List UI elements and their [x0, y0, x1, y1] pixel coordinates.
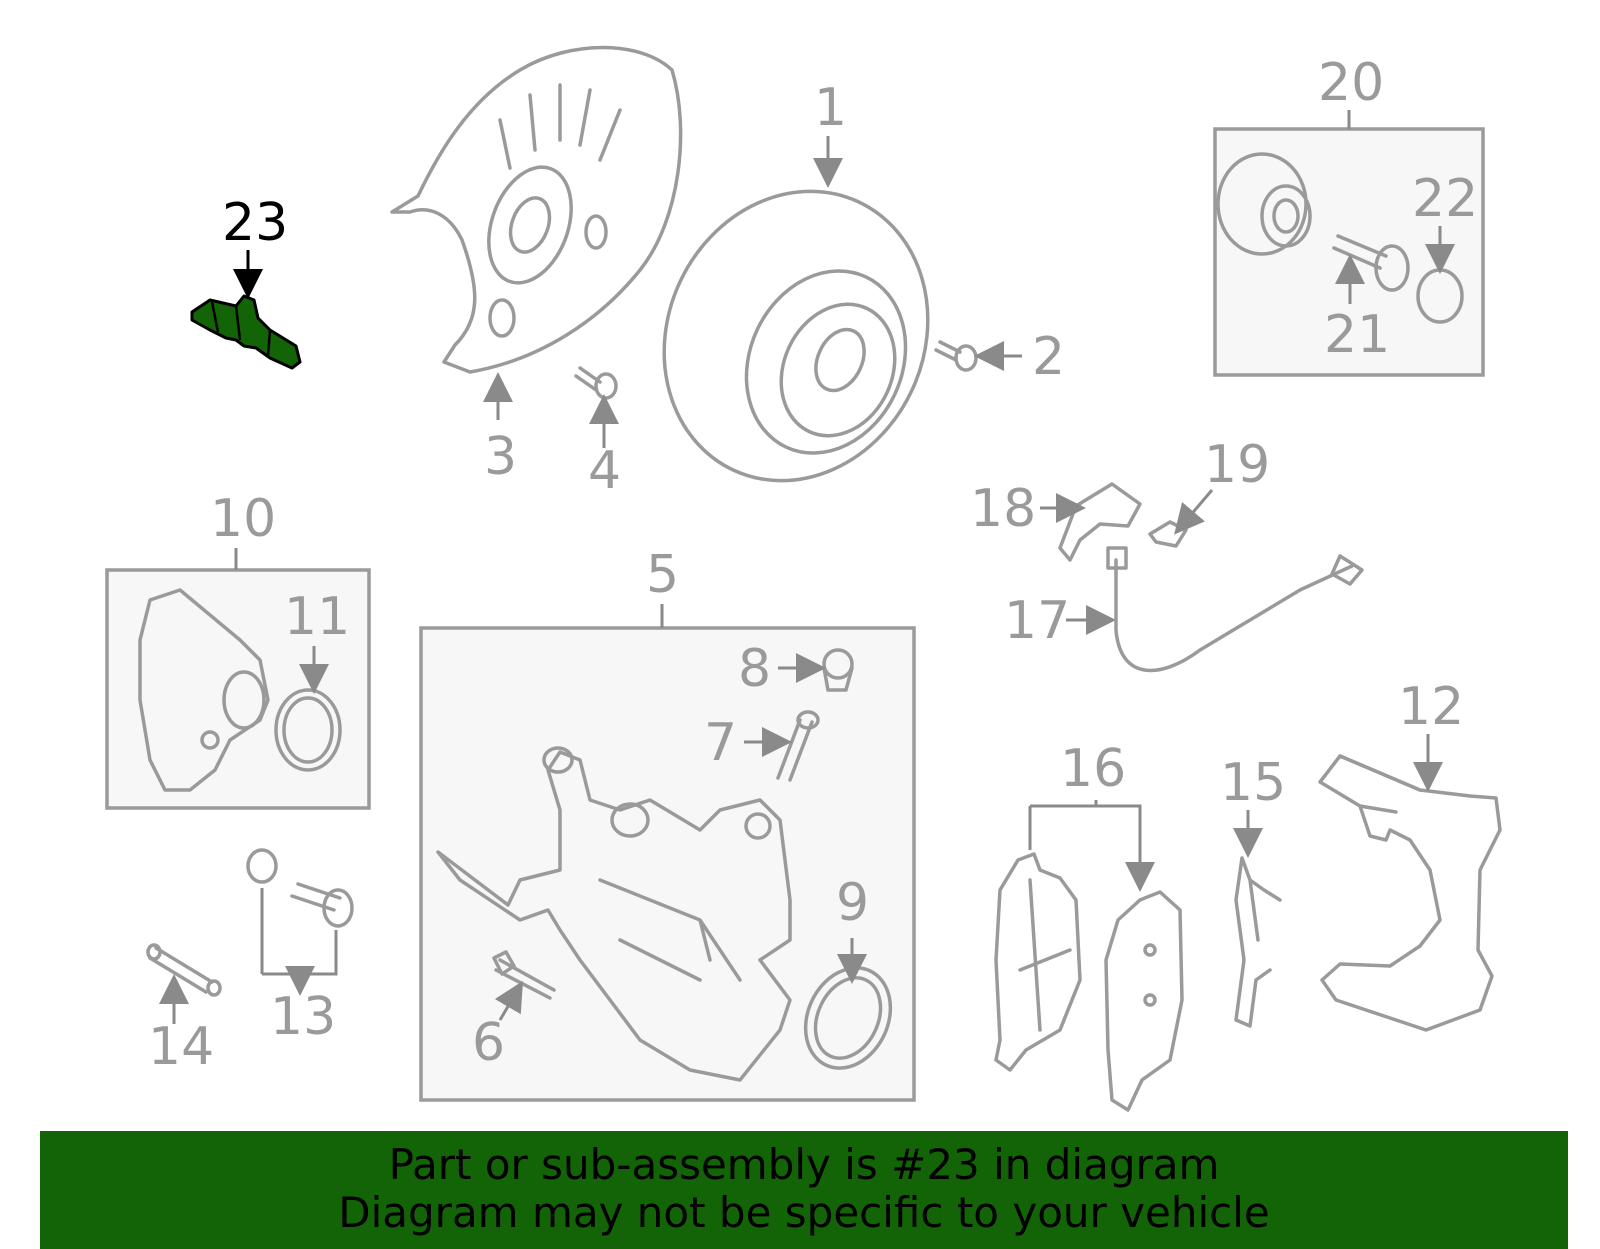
callout-6: 6 — [472, 1013, 505, 1073]
callout-10: 10 — [210, 489, 276, 549]
leader-19 — [1174, 489, 1214, 535]
part-20-hub-bearing[interactable] — [1216, 152, 1312, 256]
callout-3: 3 — [484, 427, 517, 487]
banner-line-2: Diagram may not be specific to your vehi… — [338, 1188, 1270, 1237]
leader-16 — [1028, 800, 1140, 886]
part-3-dust-shield[interactable] — [390, 45, 683, 374]
callout-4: 4 — [588, 441, 621, 501]
part-18-bracket[interactable] — [1058, 482, 1142, 562]
part-10-motor[interactable] — [138, 588, 270, 792]
callout-15: 15 — [1220, 753, 1286, 813]
callout-8: 8 — [738, 639, 771, 699]
callout-11: 11 — [284, 587, 350, 647]
callout-18: 18 — [970, 479, 1036, 539]
callout-20: 20 — [1318, 53, 1384, 113]
part-12-caliper-carrier[interactable] — [1318, 754, 1502, 1032]
callout-1: 1 — [814, 78, 847, 138]
part-14-pin[interactable] — [146, 943, 222, 997]
part-5-caliper[interactable] — [436, 746, 792, 1082]
callout-19: 19 — [1204, 435, 1270, 495]
callout-14: 14 — [148, 1017, 214, 1077]
part-15-spring-clip[interactable] — [1234, 856, 1282, 1028]
callout-17: 17 — [1004, 591, 1070, 651]
part-4-screw[interactable] — [574, 366, 618, 400]
part-19-clip[interactable] — [1148, 520, 1188, 548]
callout-7: 7 — [704, 713, 737, 773]
box-caliper-assembly — [419, 626, 916, 1102]
part-13-guide-bolts[interactable] — [246, 848, 354, 928]
part-23-sensor[interactable] — [190, 294, 302, 370]
part-2-screw[interactable] — [934, 340, 978, 372]
callout-16: 16 — [1060, 739, 1126, 799]
callout-23: 23 — [222, 193, 288, 253]
part-16-brake-pads[interactable] — [994, 852, 1184, 1112]
callout-12: 12 — [1398, 677, 1464, 737]
callout-2: 2 — [1032, 327, 1065, 387]
callout-5: 5 — [646, 545, 679, 605]
info-banner: Part or sub-assembly is #23 in diagram D… — [40, 1131, 1568, 1249]
callout-21: 21 — [1324, 305, 1390, 365]
part-1-rotor[interactable] — [617, 148, 974, 524]
callout-22: 22 — [1412, 169, 1478, 229]
part-21-hub-bolt[interactable] — [1332, 234, 1410, 292]
callout-9: 9 — [836, 873, 869, 933]
callout-13: 13 — [270, 987, 336, 1047]
part-17-brake-hose[interactable] — [1106, 546, 1364, 673]
leader-13 — [260, 888, 338, 990]
banner-line-1: Part or sub-assembly is #23 in diagram — [388, 1140, 1220, 1189]
leader-6 — [494, 980, 524, 1021]
